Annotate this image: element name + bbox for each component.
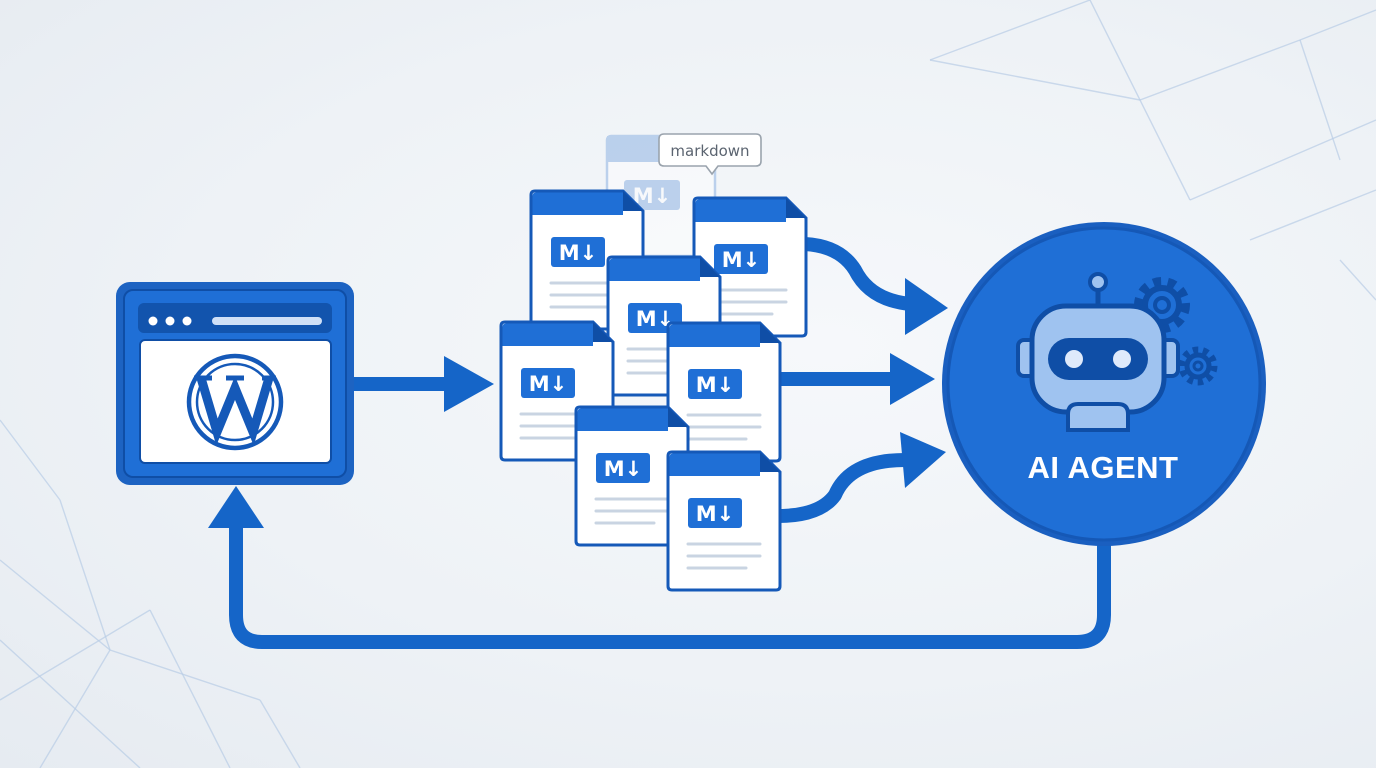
markdown-badge-label: M↓ bbox=[696, 373, 735, 397]
ai-agent-label: AI AGENT bbox=[1028, 450, 1179, 485]
robot-icon bbox=[1016, 272, 1180, 432]
markdown-badge-icon bbox=[688, 498, 742, 528]
wordpress-window[interactable] bbox=[116, 282, 354, 485]
markdown-badge-label: M↓ bbox=[559, 241, 598, 265]
markdown-tag-label: markdown bbox=[670, 142, 749, 160]
markdown-badge-label: M↓ bbox=[604, 457, 643, 481]
feedback-arrow-line bbox=[229, 526, 1111, 649]
markdown-badge-label: M↓ bbox=[529, 372, 568, 396]
markdown-badge-icon bbox=[521, 368, 575, 398]
feedback-arrowhead bbox=[208, 486, 264, 528]
ai-agent[interactable]: AI AGENT bbox=[942, 222, 1266, 546]
address-bar bbox=[212, 317, 322, 325]
wordpress-icon bbox=[186, 353, 284, 451]
markdown-badge-icon bbox=[714, 244, 768, 274]
markdown-badge-icon bbox=[551, 237, 605, 267]
markdown-badge-icon bbox=[688, 369, 742, 399]
window-dot-icon bbox=[182, 316, 192, 326]
faded-md-badge: M↓ bbox=[633, 184, 672, 208]
markdown-document: M↓ bbox=[666, 321, 782, 463]
ingest-arrows bbox=[777, 237, 948, 523]
markdown-documents: M↓M↓M↓M↓M↓M↓M↓ bbox=[499, 189, 808, 592]
markdown-tag: markdown bbox=[658, 133, 762, 176]
markdown-document: M↓ bbox=[666, 450, 782, 592]
window-dot-icon bbox=[148, 316, 158, 326]
markdown-badge-icon bbox=[596, 453, 650, 483]
markdown-badge-label: M↓ bbox=[696, 502, 735, 526]
small-gear-icon bbox=[1178, 346, 1218, 386]
window-dot-icon bbox=[165, 316, 175, 326]
export-arrow bbox=[354, 356, 494, 412]
markdown-badge-label: M↓ bbox=[722, 248, 761, 272]
